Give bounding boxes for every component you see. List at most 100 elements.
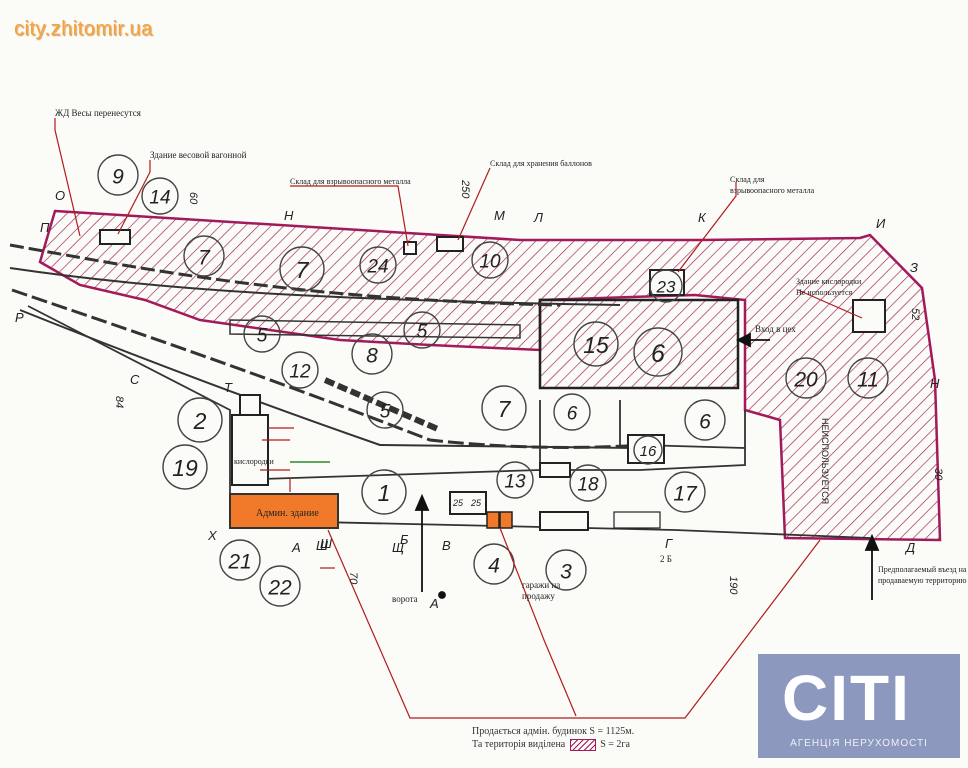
plan-circle xyxy=(219,539,261,581)
plan-circle xyxy=(141,177,179,215)
plan-circle xyxy=(279,246,325,292)
plan-circle xyxy=(281,351,319,389)
sale-footer-note: Продається адмін. будинок S = 1125м. Та … xyxy=(472,725,634,751)
plan-dimension: 190 xyxy=(727,576,739,595)
plan-number: 6 xyxy=(567,404,578,425)
plan-circle xyxy=(785,357,827,399)
plan-axis-letter: А xyxy=(429,596,439,611)
plan-axis-letter: К xyxy=(698,210,707,225)
plan-circle xyxy=(97,154,139,196)
plan-number: 22 xyxy=(267,576,292,599)
plan-number: 20 xyxy=(793,368,818,391)
plan-number: 9 xyxy=(112,165,124,188)
citi-logo-subtitle: АГЕНЦІЯ НЕРУХОМОСТІ xyxy=(790,738,928,749)
plan-number: 17 xyxy=(673,482,698,505)
plan-dimension: 60 xyxy=(187,192,199,205)
plan-axis-letter: Б xyxy=(400,532,409,547)
plan-dimension: 84 xyxy=(113,396,125,408)
plan-axis-letter: Д xyxy=(904,540,915,555)
plan-number: 16 xyxy=(640,443,657,460)
plan-dimension: 250 xyxy=(459,179,471,199)
admin-building-label: Админ. здание xyxy=(256,508,319,519)
plan-axis-letter: Х xyxy=(207,528,218,543)
label-ne-ispolzuetsya: НЕИСПОЛЬЗУЕТСЯ xyxy=(820,418,830,504)
plan-dimension: 52 xyxy=(909,308,921,320)
plan-circle xyxy=(366,391,404,429)
plan-axis-letter: М xyxy=(494,208,505,223)
plan-axis-letter: Н xyxy=(284,208,294,223)
plan-number: 7 xyxy=(498,396,512,422)
plan-circle xyxy=(162,444,208,490)
plan-circle xyxy=(177,397,223,443)
garage-box-2[interactable] xyxy=(499,511,513,529)
plan-number: 25 xyxy=(470,498,482,508)
buildings xyxy=(99,229,886,531)
plan-axis-letter: О xyxy=(55,188,65,203)
plan-circle xyxy=(403,311,441,349)
footer-line-2-area: S = 2га xyxy=(600,739,630,750)
citi-agency-logo: CITI АГЕНЦІЯ НЕРУХОМОСТІ xyxy=(758,654,960,758)
label-sklad-ballonov: Склад для хранения баллонов xyxy=(490,159,592,168)
label-vorota: ворота xyxy=(392,594,418,604)
plan-number: 5 xyxy=(380,402,391,423)
label-gate-2b: 2 Б xyxy=(660,554,672,564)
plan-number: 4 xyxy=(488,554,500,577)
plan-dimension: 70 xyxy=(347,572,359,585)
plan-number: 6 xyxy=(699,410,711,433)
plan-number: 25 xyxy=(452,498,464,508)
plan-axis-letter: И xyxy=(876,216,886,231)
plan-circle xyxy=(481,385,527,431)
building-15-outline xyxy=(538,298,740,390)
plan-axis-letter: Г xyxy=(665,536,673,551)
plan-number: 5 xyxy=(417,322,428,343)
plan-circle xyxy=(471,241,509,279)
plan-circle xyxy=(633,435,663,465)
plan-axis-letter: С xyxy=(130,372,140,387)
label-vesovoy: Здание весовой вагонной xyxy=(150,150,247,160)
label-zhd-vesy: ЖД Весы перенесутся xyxy=(55,108,141,118)
admin-building[interactable] xyxy=(229,493,339,529)
plan-number: 18 xyxy=(577,475,599,496)
plan-axis-letter: Н xyxy=(930,376,940,391)
plan-number: 3 xyxy=(560,560,572,583)
plan-circle xyxy=(259,565,301,607)
plan-circle xyxy=(569,464,607,502)
plan-number: 14 xyxy=(149,188,170,209)
plan-number: 21 xyxy=(227,550,251,573)
plan-axis-letter: Ш xyxy=(316,538,328,553)
plan-number: 6 xyxy=(651,340,665,368)
plan-number: 23 xyxy=(656,278,676,297)
plan-number: 5 xyxy=(257,326,268,347)
plan-axis-letter: З xyxy=(910,260,918,275)
citi-logo-mark: CITI xyxy=(782,662,911,734)
plan-circle xyxy=(351,333,393,375)
label-vhod: Вход в цех xyxy=(755,324,796,334)
label-kislorodka-small: кислородки xyxy=(234,457,274,466)
plan-number: 19 xyxy=(172,455,198,481)
plan-circle xyxy=(243,315,281,353)
plan-circle xyxy=(633,327,683,377)
plan-circle xyxy=(553,393,591,431)
hatch-legend-swatch xyxy=(569,738,596,751)
plan-circle xyxy=(664,471,706,513)
plan-number: 24 xyxy=(366,257,388,278)
plan-axis-letter: Р xyxy=(15,310,24,325)
plan-number: 15 xyxy=(583,332,609,358)
plan-axis-letter: В xyxy=(442,538,451,553)
plan-circle xyxy=(649,269,683,303)
plan-circle xyxy=(361,469,407,515)
plan-circle xyxy=(684,399,726,441)
plan-axis-letter: Ш xyxy=(320,536,332,551)
plan-number: 7 xyxy=(296,257,310,283)
plan-number: 2 xyxy=(193,408,207,434)
annotation-pointer-lines xyxy=(54,118,863,719)
garage-box-1[interactable] xyxy=(486,511,500,529)
plan-axis-letter: Т xyxy=(224,380,233,395)
plan-number: 1 xyxy=(378,480,391,506)
site-url-watermark: city.zhitomir.ua xyxy=(14,18,153,40)
plan-axis-letter: А xyxy=(291,540,301,555)
plan-dimension: 30 xyxy=(932,468,944,481)
plan-number: 11 xyxy=(857,368,879,391)
plan-circle xyxy=(545,549,587,591)
